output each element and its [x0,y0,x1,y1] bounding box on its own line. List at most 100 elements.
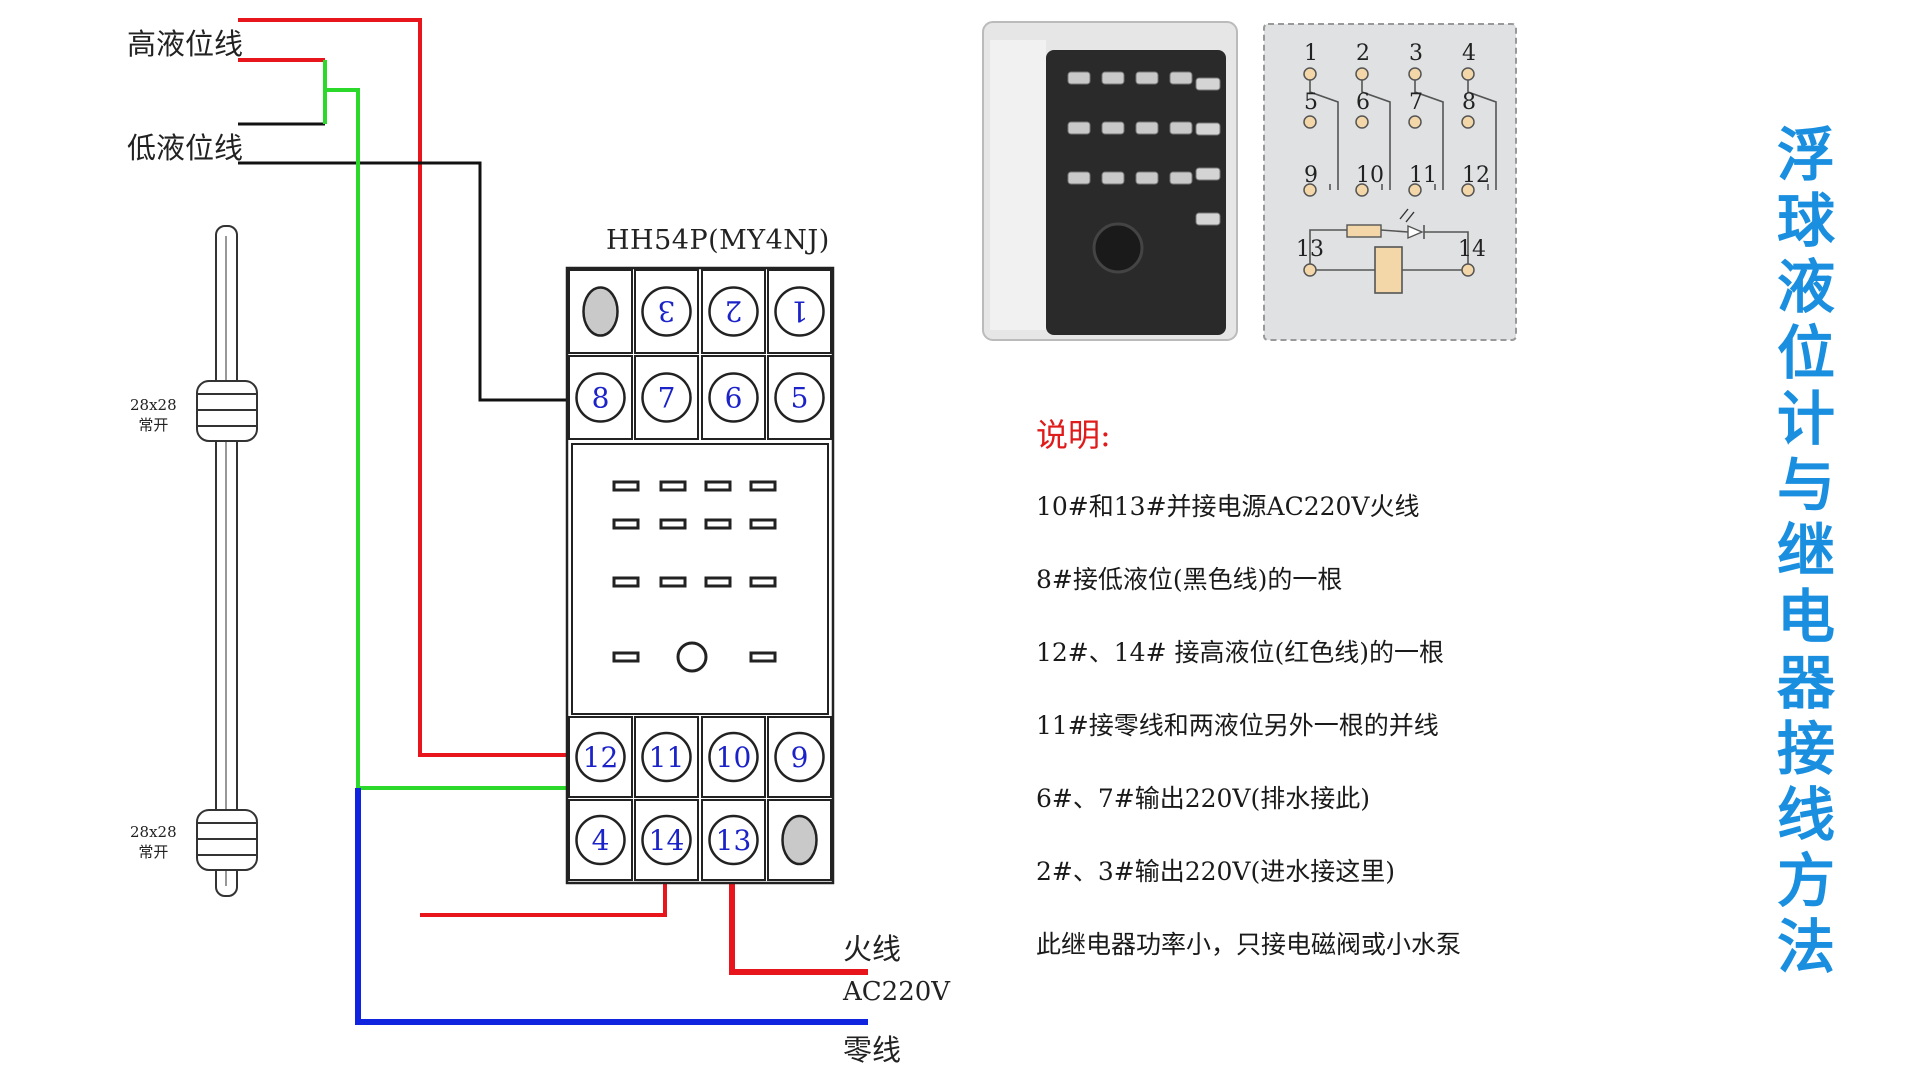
terminal-12: 12 [575,731,626,783]
relay-pin [1067,171,1091,185]
relay-pin [1195,212,1221,226]
terminal-number: 2 [725,295,743,328]
terminal-8: 8 [575,372,626,423]
relay-pin [1067,71,1091,85]
pinout-pin [1303,67,1317,81]
pinout-pin-label: 5 [1304,90,1318,115]
relay-model-label: HH54P(MY4NJ) [606,225,830,256]
relay-pin [1169,71,1193,85]
title-char: 继 [1776,517,1835,585]
relay-pin [1067,121,1091,135]
notes-panel: 说明: 10#和13#并接电源AC220V火线 8#接低液位(黑色线)的一根 1… [1036,410,1596,981]
lower-float-size: 28x28 [130,823,177,841]
lower-float-state: 常开 [138,843,169,861]
socket-slot [659,576,687,588]
relay-socket [565,266,835,885]
note-item: 8#接低液位(黑色线)的一根 [1036,565,1343,594]
pinout-pin-label: 6 [1356,90,1370,115]
title-char: 法 [1776,913,1835,981]
relay-pin [1101,171,1125,185]
page-title: 浮 球 液 位 计 与 继 电 器 接 线 方 法 [1768,122,1844,980]
relay-pin [1169,171,1193,185]
title-char: 方 [1776,847,1835,915]
relay-photo [982,21,1238,341]
pinout-pin-label: 3 [1409,41,1423,66]
pinout-pin-label: 10 [1356,163,1384,188]
pinout-pin [1355,67,1369,81]
title-char: 位 [1776,319,1835,387]
low-level-black-wire [238,161,575,402]
pinout-pin [1461,67,1475,81]
note-item: 11#接零线和两液位另外一根的并线 [1036,711,1439,740]
terminal-7: 7 [641,372,692,423]
note-item: 2#、3#输出220V(进水接这里) [1036,857,1395,886]
socket-slot [659,480,687,492]
upper-float-label: 28x28 常开 [130,395,177,435]
pinout-pin [1303,183,1317,197]
coil-symbol [1374,246,1403,294]
relay-pin [1195,122,1221,136]
terminal-number: 12 [583,741,619,774]
socket-slot [612,651,640,663]
terminal-number: 4 [592,824,610,857]
terminal-1: 1 [774,286,825,337]
pinout-pin [1408,115,1422,129]
title-char: 接 [1776,715,1835,783]
neutral-wire-label: 零线 [843,1033,902,1067]
terminal-cell [767,799,832,881]
terminal-14: 14 [641,814,692,866]
terminal-number: 13 [716,824,752,857]
pinout-pin [1408,67,1422,81]
terminal-number: 6 [725,382,743,415]
terminal-number: 3 [658,295,676,328]
terminal-number: 11 [649,741,685,774]
note-item: 12#、14# 接高液位(红色线)的一根 [1036,638,1444,667]
terminal-number: 14 [649,824,685,857]
lower-float-label: 28x28 常开 [130,822,177,862]
relay-pin [1101,121,1125,135]
socket-oval-hole [582,286,619,337]
pinout-pin-label: 14 [1458,237,1486,262]
terminal-3: 3 [641,286,692,337]
pinout-pin-label: 12 [1462,163,1490,188]
socket-slot [749,480,777,492]
terminal-10: 10 [708,731,759,783]
neutral-blue-wire [355,788,868,1025]
terminal-4: 4 [575,814,626,866]
title-char: 线 [1776,781,1835,849]
title-char: 电 [1776,583,1835,651]
socket-slot [704,518,732,530]
led-diode [1407,224,1424,240]
upper-float-state: 常开 [138,416,169,434]
pinout-pin-label: 2 [1356,41,1370,66]
socket-slot [749,576,777,588]
terminal-number: 9 [791,741,809,774]
upper-float-size: 28x28 [130,396,177,414]
terminal-6: 6 [708,372,759,423]
pinout-pin [1355,115,1369,129]
high-level-wire-label: 高液位线 [127,27,244,61]
socket-slot [612,480,640,492]
pinout-pin-label: 1 [1304,41,1318,66]
pinout-pin-label: 9 [1304,163,1318,188]
pinout-pin [1303,263,1317,277]
title-char: 浮 [1776,121,1835,189]
voltage-label: AC220V [843,977,951,1007]
socket-center-hole [676,641,708,673]
pinout-pin-label: 13 [1296,237,1324,262]
relay-pin [1195,77,1221,91]
pinout-pin [1461,115,1475,129]
terminal-5: 5 [774,372,825,423]
terminal-9: 9 [774,731,825,783]
float-switch [196,225,258,897]
socket-slot [612,576,640,588]
note-item: 此继电器功率小，只接电磁阀或小水泵 [1036,930,1462,959]
relay-pin [1135,71,1159,85]
pinout-pin-label: 11 [1409,163,1437,188]
relay-pinout-schematic [1263,23,1517,341]
note-item: 10#和13#并接电源AC220V火线 [1036,492,1420,521]
socket-oval-hole [781,814,818,866]
socket-slot [612,518,640,530]
terminal-13: 13 [708,814,759,866]
